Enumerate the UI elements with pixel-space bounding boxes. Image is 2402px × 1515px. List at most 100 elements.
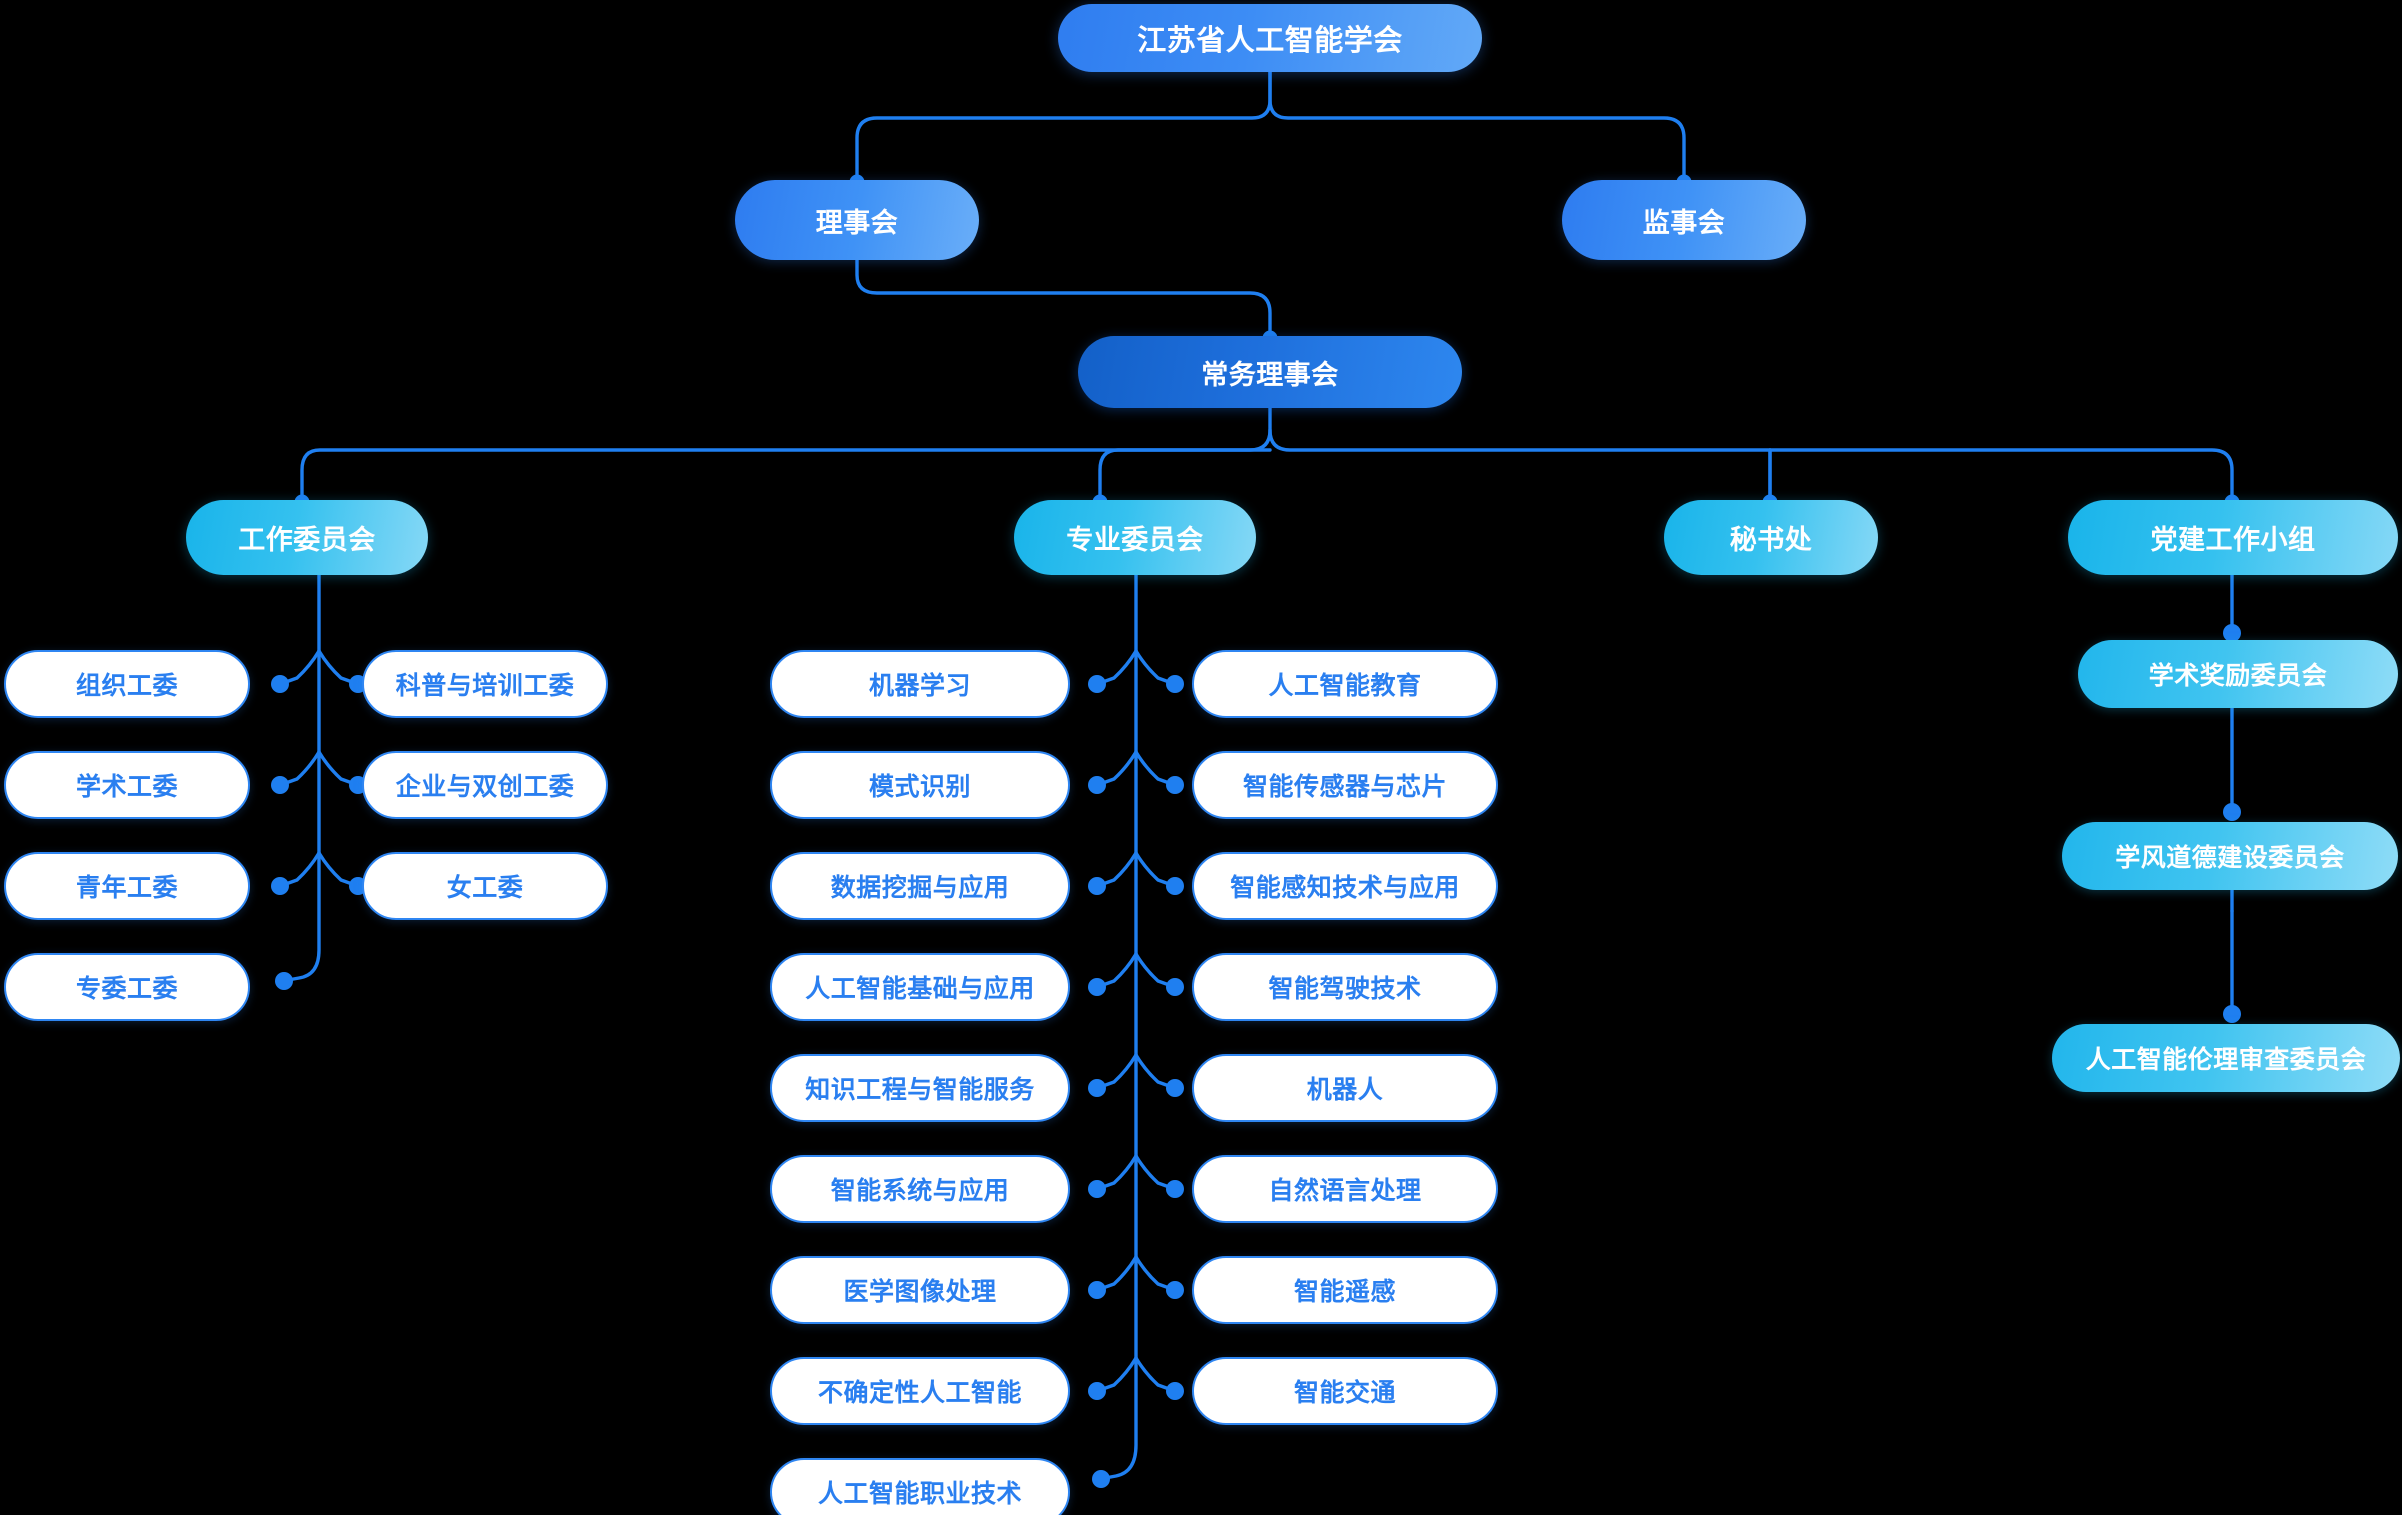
node-prof-right-8[interactable]: 智能交通 bbox=[1192, 1357, 1498, 1425]
node-prof-right-5[interactable]: 机器人 bbox=[1192, 1054, 1498, 1122]
edge-prof-branch-l8 bbox=[1098, 1356, 1138, 1392]
node-label: 知识工程与智能服务 bbox=[805, 1076, 1035, 1104]
node-label: 数据挖掘与应用 bbox=[830, 874, 1010, 902]
node-work-right-3[interactable]: 女工委 bbox=[362, 852, 608, 920]
node-label: 智能交通 bbox=[1293, 1379, 1396, 1407]
edge-prof-branch-l2 bbox=[1098, 750, 1138, 786]
node-secretariat[interactable]: 秘书处 bbox=[1664, 500, 1878, 575]
edge-dot bbox=[1088, 978, 1106, 996]
edge-work-branch-r3 bbox=[317, 851, 357, 887]
node-label: 女工委 bbox=[446, 874, 524, 902]
node-label: 医学图像处理 bbox=[843, 1278, 997, 1306]
node-label: 自然语言处理 bbox=[1268, 1177, 1422, 1205]
edge-dot bbox=[1166, 1079, 1184, 1097]
node-prof-left-1[interactable]: 机器学习 bbox=[770, 650, 1070, 718]
node-label: 青年工委 bbox=[75, 874, 178, 902]
node-prof-left-2[interactable]: 模式识别 bbox=[770, 751, 1070, 819]
node-label: 智能系统与应用 bbox=[830, 1177, 1010, 1205]
edge-work-branch-l3 bbox=[281, 851, 321, 887]
edge-council-to-standing bbox=[855, 258, 1272, 338]
node-party-child-3[interactable]: 人工智能伦理审查委员会 bbox=[2052, 1024, 2400, 1092]
node-prof-left-7[interactable]: 医学图像处理 bbox=[770, 1256, 1070, 1324]
edge-prof-branch-l6 bbox=[1098, 1154, 1138, 1190]
edge-dot bbox=[1166, 776, 1184, 794]
node-label: 人工智能基础与应用 bbox=[805, 975, 1035, 1003]
node-prof-right-4[interactable]: 智能驾驶技术 bbox=[1192, 953, 1498, 1021]
node-prof-right-2[interactable]: 智能传感器与芯片 bbox=[1192, 751, 1498, 819]
node-prof-right-3[interactable]: 智能感知技术与应用 bbox=[1192, 852, 1498, 920]
node-label: 智能传感器与芯片 bbox=[1242, 773, 1447, 801]
edge-prof-branch-l3 bbox=[1098, 851, 1138, 887]
edge-standing-stem bbox=[300, 406, 1272, 502]
node-prof-left-8[interactable]: 不确定性人工智能 bbox=[770, 1357, 1070, 1425]
edge-prof-branch-r6 bbox=[1134, 1154, 1174, 1190]
node-label: 学风道德建设委员会 bbox=[2115, 844, 2345, 872]
edge-prof-branch-l5 bbox=[1098, 1053, 1138, 1089]
edge-work-branch-l1 bbox=[281, 649, 321, 685]
node-label: 智能遥感 bbox=[1293, 1278, 1396, 1306]
edge-dot bbox=[1166, 877, 1184, 895]
node-council[interactable]: 理事会 bbox=[735, 180, 979, 260]
edge-dot bbox=[1088, 675, 1106, 693]
node-prof-right-1[interactable]: 人工智能教育 bbox=[1192, 650, 1498, 718]
node-label: 智能感知技术与应用 bbox=[1230, 874, 1460, 902]
node-work-right-1[interactable]: 科普与培训工委 bbox=[362, 650, 608, 718]
node-work-left-4[interactable]: 专委工委 bbox=[4, 953, 250, 1021]
edge-dot bbox=[1088, 1281, 1106, 1299]
node-prof-right-7[interactable]: 智能遥感 bbox=[1192, 1256, 1498, 1324]
node-prof-left-6[interactable]: 智能系统与应用 bbox=[770, 1155, 1070, 1223]
node-council-label: 理事会 bbox=[815, 207, 899, 238]
node-label: 机器人 bbox=[1306, 1076, 1384, 1104]
edge-dot bbox=[275, 972, 293, 990]
edge-dot bbox=[1166, 675, 1184, 693]
node-supervisory-board[interactable]: 监事会 bbox=[1562, 180, 1806, 260]
node-prof-left-4[interactable]: 人工智能基础与应用 bbox=[770, 953, 1070, 1021]
edge-dot bbox=[1166, 1281, 1184, 1299]
node-label: 学术工委 bbox=[75, 773, 178, 801]
node-label: 组织工委 bbox=[75, 672, 178, 700]
node-secretariat-label: 秘书处 bbox=[1729, 525, 1813, 555]
node-work-left-3[interactable]: 青年工委 bbox=[4, 852, 250, 920]
edge-dot bbox=[2223, 803, 2241, 821]
node-party-building-group[interactable]: 党建工作小组 bbox=[2068, 500, 2398, 575]
node-label: 人工智能职业技术 bbox=[817, 1480, 1022, 1508]
edge-bus-to-prof bbox=[1098, 448, 1272, 502]
edge-prof-branch-r4 bbox=[1134, 952, 1174, 988]
edge-prof-branch-r2 bbox=[1134, 750, 1174, 786]
node-prof-left-5[interactable]: 知识工程与智能服务 bbox=[770, 1054, 1070, 1122]
edge-work-spine bbox=[286, 573, 321, 982]
edge-work-branch-r2 bbox=[317, 750, 357, 786]
edge-bus-right bbox=[1268, 428, 2234, 502]
node-prof-left-3[interactable]: 数据挖掘与应用 bbox=[770, 852, 1070, 920]
node-party-child-1[interactable]: 学术奖励委员会 bbox=[2078, 640, 2398, 708]
node-prof-right-6[interactable]: 自然语言处理 bbox=[1192, 1155, 1498, 1223]
edge-dot bbox=[1092, 1470, 1110, 1488]
node-work-left-2[interactable]: 学术工委 bbox=[4, 751, 250, 819]
node-label: 智能驾驶技术 bbox=[1268, 975, 1422, 1003]
node-work-right-2[interactable]: 企业与双创工委 bbox=[362, 751, 608, 819]
node-label: 企业与双创工委 bbox=[395, 773, 575, 801]
edge-dot bbox=[271, 877, 289, 895]
node-label: 人工智能教育 bbox=[1268, 672, 1422, 700]
edge-dot bbox=[1088, 776, 1106, 794]
edge-prof-branch-r3 bbox=[1134, 851, 1174, 887]
edge-dot bbox=[2223, 1005, 2241, 1023]
edge-root-to-level2 bbox=[855, 70, 1272, 182]
edge-prof-branch-r1 bbox=[1134, 649, 1174, 685]
node-standing-council[interactable]: 常务理事会 bbox=[1078, 336, 1462, 408]
node-label: 专委工委 bbox=[75, 975, 178, 1003]
node-work-committee[interactable]: 工作委员会 bbox=[186, 500, 428, 575]
node-label: 科普与培训工委 bbox=[395, 672, 575, 700]
node-work-left-1[interactable]: 组织工委 bbox=[4, 650, 250, 718]
node-root[interactable]: 江苏省人工智能学会 bbox=[1058, 4, 1482, 72]
node-party-child-2[interactable]: 学风道德建设委员会 bbox=[2062, 822, 2398, 890]
node-label: 模式识别 bbox=[868, 773, 971, 801]
node-professional-committee[interactable]: 专业委员会 bbox=[1014, 500, 1256, 575]
edge-dot bbox=[1088, 877, 1106, 895]
edge-dot bbox=[1088, 1079, 1106, 1097]
node-party-building-group-label: 党建工作小组 bbox=[2150, 525, 2316, 555]
edge-prof-branch-r8 bbox=[1134, 1356, 1174, 1392]
node-label: 人工智能伦理审查委员会 bbox=[2085, 1046, 2367, 1074]
node-prof-left-9[interactable]: 人工智能职业技术 bbox=[770, 1458, 1070, 1515]
